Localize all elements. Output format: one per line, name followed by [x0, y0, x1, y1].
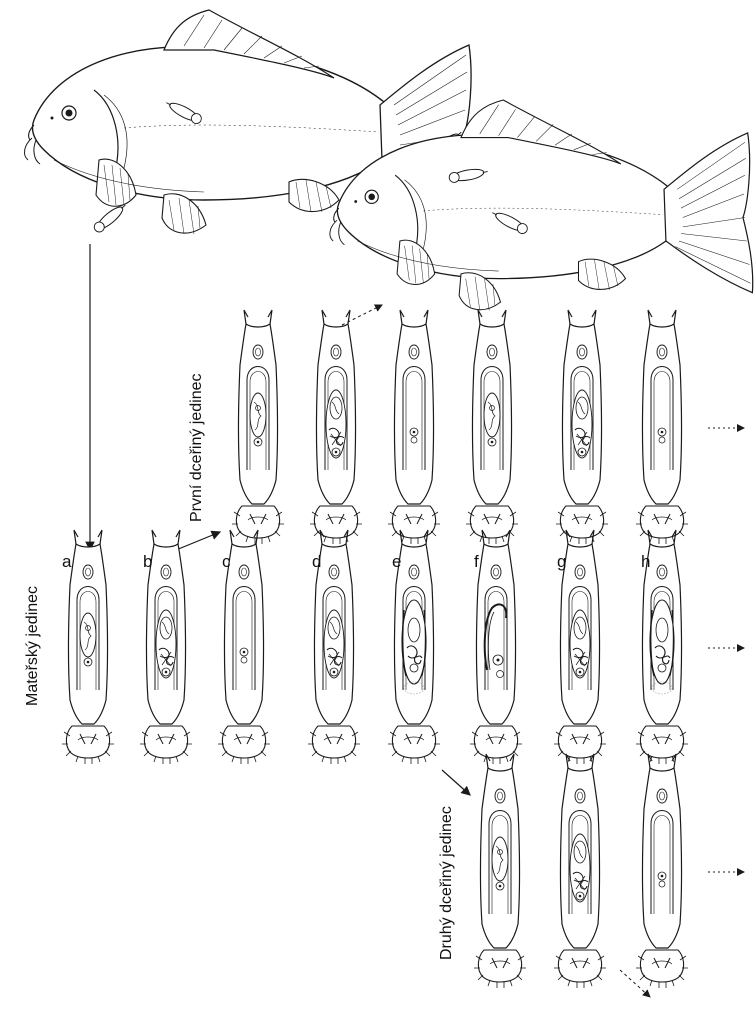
arrow-e-to-second-daughter — [442, 770, 470, 795]
stage-letter-d: d — [312, 552, 321, 572]
stage-letter-h: h — [641, 552, 650, 572]
stage-letter-b: b — [143, 552, 152, 572]
row-first-daughter — [232, 310, 688, 544]
stage-letter-g: g — [557, 552, 566, 572]
row-mother — [62, 530, 688, 764]
label-second-daughter: Druhý dceřiný jedinec — [438, 806, 456, 960]
worm-stage — [388, 310, 440, 544]
worm-stage — [232, 310, 284, 544]
stage-letter-e: e — [392, 552, 401, 572]
stage-letter-a: a — [62, 552, 71, 572]
worm-stage — [636, 310, 688, 544]
label-mother: Mateřský jedinec — [24, 586, 42, 706]
label-first-daughter: První dceřiný jedinec — [188, 373, 206, 522]
row-second-daughter — [474, 754, 688, 988]
worm-stage — [554, 754, 606, 988]
worm-stage — [310, 310, 362, 544]
worm-stage — [474, 754, 526, 988]
worm-stage — [556, 310, 608, 544]
stage-letter-f: f — [474, 552, 479, 572]
worm-stage — [636, 754, 688, 988]
arrow-b-to-first-daughter — [176, 532, 220, 550]
worm-stage — [466, 310, 518, 544]
stage-letter-c: c — [222, 552, 231, 572]
